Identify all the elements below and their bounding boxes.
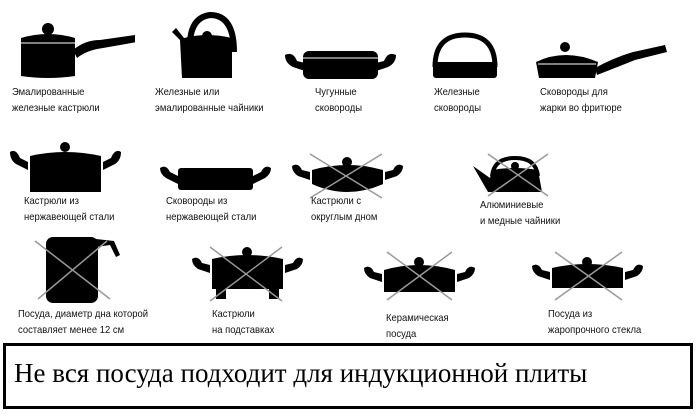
label-line: сковороды [434, 102, 482, 114]
label-line: и медные чайники [480, 215, 561, 227]
label-line: Алюминиевые [480, 199, 544, 211]
item-label: Посуда, диаметр дна которой составляет ме… [18, 306, 148, 338]
kettle-icon [172, 11, 237, 78]
label-line: Посуда, диаметр дна которой [18, 308, 149, 320]
item-label: Посуда из жаропрочного стекла [548, 306, 641, 338]
label-line: на подставках [212, 324, 275, 336]
stainless-pan-icon [160, 166, 271, 190]
label-line: нержавеющей стали [166, 211, 257, 223]
label-line: составляет менее 12 см [18, 324, 125, 336]
item-label: Кастрюли на подставках [212, 306, 274, 338]
label-line: Железные или [155, 86, 220, 98]
round-bottom-pot-icon [292, 153, 403, 199]
deep-fryer-pan-icon [536, 42, 667, 78]
label-line: сковороды [315, 102, 363, 114]
small-diameter-jug-icon [34, 237, 120, 303]
label-line: Чугунные [315, 86, 357, 98]
item-label: Чугунные сковороды [315, 84, 362, 116]
pot-on-stand-icon [192, 246, 303, 302]
label-line: Сковороды для [540, 86, 608, 98]
label-line: Посуда из [548, 308, 593, 320]
item-label: Кастрюли из нержавеющей стали [24, 193, 114, 225]
ceramic-pot-icon [364, 251, 475, 301]
label-line: округлым дном [311, 211, 378, 223]
label-line: железные кастрюли [12, 102, 100, 114]
label-line: Кастрюли с [311, 195, 362, 207]
item-label: Сковороды для жарки во фритюре [540, 84, 622, 116]
glass-pot-icon [532, 251, 643, 301]
iron-pan-icon [432, 32, 498, 78]
item-label: Алюминиевые и медные чайники [480, 197, 560, 229]
label-line: эмалированные чайники [155, 102, 264, 114]
label-line: жарки во фритюре [540, 102, 622, 114]
label-line: жаропрочного стекла [548, 324, 642, 336]
stainless-saucepan-icon [10, 142, 121, 192]
item-label: Железные сковороды [434, 84, 481, 116]
label-line: Железные [434, 86, 480, 98]
label-line: Кастрюли [212, 308, 255, 320]
enameled-saucepan-icon [21, 23, 135, 78]
item-label: Кастрюли с округлым дном [311, 193, 377, 225]
label-line: посуда [386, 328, 417, 340]
item-label: Сковороды из нержавеющей стали [166, 193, 256, 225]
item-label: Керамическая посуда [386, 310, 449, 342]
caption-text: Не вся посуда подходит для индукционной … [14, 358, 588, 388]
label-line: Кастрюли из [24, 195, 79, 207]
caption-box: Не вся посуда подходит для индукционной … [3, 343, 693, 409]
item-label: Железные или эмалированные чайники [155, 84, 264, 116]
item-label: Эмалированные железные кастрюли [12, 84, 100, 116]
label-line: Керамическая [386, 312, 449, 324]
label-line: Эмалированные [12, 86, 85, 98]
cast-iron-pan-icon [285, 51, 396, 79]
label-line: нержавеющей стали [24, 211, 115, 223]
label-line: Сковороды из [166, 195, 228, 207]
aluminum-kettle-icon [473, 153, 549, 197]
